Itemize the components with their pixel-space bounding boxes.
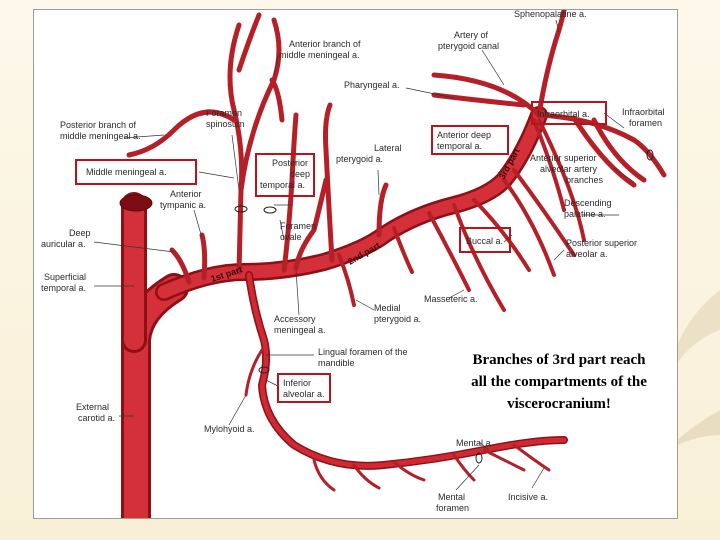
label-foramen-spinosum: Foramen	[206, 108, 242, 118]
label-anterior-deep-temporal: Anterior deep	[437, 130, 491, 140]
svg-text:alveolar artery: alveolar artery	[540, 164, 598, 174]
maxillary-artery-diagram: 1st part 2nd part 3rd part Sphenopalatin…	[41, 10, 667, 518]
label-posterior-superior-alveolar: Posterior superior	[566, 238, 637, 248]
label-superficial-temporal: Superficial	[44, 272, 86, 282]
label-inferior-alveolar: Inferior	[283, 378, 311, 388]
label-medial-pterygoid: Medial	[374, 303, 401, 313]
svg-text:pterygoid canal: pterygoid canal	[438, 41, 499, 51]
svg-text:meningeal a.: meningeal a.	[274, 325, 326, 335]
svg-text:alveolar a.: alveolar a.	[566, 249, 608, 259]
leader-lines	[93, 19, 635, 491]
label-middle-meningeal: Middle meningeal a.	[86, 167, 167, 177]
label-buccal: Buccal a.	[466, 236, 503, 246]
anatomy-figure: 1st part 2nd part 3rd part Sphenopalatin…	[33, 9, 678, 519]
label-lingual-foramen: Lingual foramen of the	[318, 347, 408, 357]
svg-text:temporal a.: temporal a.	[41, 283, 86, 293]
label-masseteric: Masseteric a.	[424, 294, 478, 304]
svg-text:auricular a.: auricular a.	[41, 239, 86, 249]
label-incisive: Incisive a.	[508, 492, 548, 502]
highlight-boxes	[75, 101, 607, 403]
label-posterior-deep-temporal: Posterior	[272, 158, 308, 168]
label-pharyngeal: Pharyngeal a.	[344, 80, 400, 90]
svg-text:alveolar a.: alveolar a.	[283, 389, 325, 399]
anatomical-labels: Sphenopalatine a. Artery of pterygoid ca…	[41, 10, 665, 513]
label-foramen-ovale: Foramen	[280, 221, 316, 231]
label-mental: Mental a.	[456, 438, 493, 448]
decorative-swoosh	[665, 290, 720, 450]
label-infraorbital-foramen: Infraorbital	[622, 107, 665, 117]
svg-text:temporal a.: temporal a.	[260, 180, 305, 190]
svg-text:foramen: foramen	[436, 503, 469, 513]
label-mental-foramen: Mental	[438, 492, 465, 502]
svg-text:tympanic a.: tympanic a.	[160, 200, 206, 210]
svg-text:pterygoid a.: pterygoid a.	[336, 154, 383, 164]
label-anterior-branch-middle-meningeal: Anterior branch of	[289, 39, 361, 49]
svg-text:foramen: foramen	[629, 118, 662, 128]
svg-text:ovale: ovale	[280, 232, 302, 242]
label-posterior-branch-middle-meningeal: Posterior branch of	[60, 120, 137, 130]
svg-text:middle meningeal a.: middle meningeal a.	[279, 50, 360, 60]
highlight-box-posterior-deep-temporal	[255, 153, 315, 197]
svg-text:temporal a.: temporal a.	[437, 141, 482, 151]
label-lateral-pterygoid: Lateral	[374, 143, 402, 153]
svg-text:carotid a.: carotid a.	[78, 413, 115, 423]
highlight-box-inferior-alveolar	[277, 373, 331, 403]
foramen-markers	[234, 149, 654, 464]
artery-network	[119, 10, 667, 518]
label-deep-auricular: Deep	[69, 228, 91, 238]
label-infraorbital: Infraorbital a.	[537, 109, 590, 119]
svg-text:palatine a.: palatine a.	[564, 209, 606, 219]
label-descending-palatine: Descending	[564, 198, 612, 208]
label-external-carotid: External	[76, 402, 109, 412]
label-anterior-tympanic: Anterior	[170, 189, 202, 199]
label-artery-pterygoid-canal: Artery of	[454, 30, 489, 40]
highlight-box-infraorbital	[531, 101, 607, 125]
highlight-box-middle-meningeal	[75, 159, 197, 185]
highlight-box-anterior-deep-temporal	[431, 125, 509, 155]
label-mylohyoid: Mylohyoid a.	[204, 424, 255, 434]
label-accessory-meningeal: Accessory	[274, 314, 316, 324]
svg-text:spinosum: spinosum	[206, 119, 245, 129]
svg-text:branches: branches	[566, 175, 604, 185]
svg-text:deep: deep	[290, 169, 310, 179]
svg-text:mandible: mandible	[318, 358, 355, 368]
svg-text:pterygoid a.: pterygoid a.	[374, 314, 421, 324]
svg-text:middle meningeal a.: middle meningeal a.	[60, 131, 141, 141]
label-anterior-superior-alveolar: Anterior superior	[530, 153, 597, 163]
figure-caption: Branches of 3rd part reach all the compa…	[471, 352, 647, 412]
highlight-box-buccal	[459, 227, 511, 253]
label-sphenopalatine: Sphenopalatine a.	[514, 10, 587, 19]
